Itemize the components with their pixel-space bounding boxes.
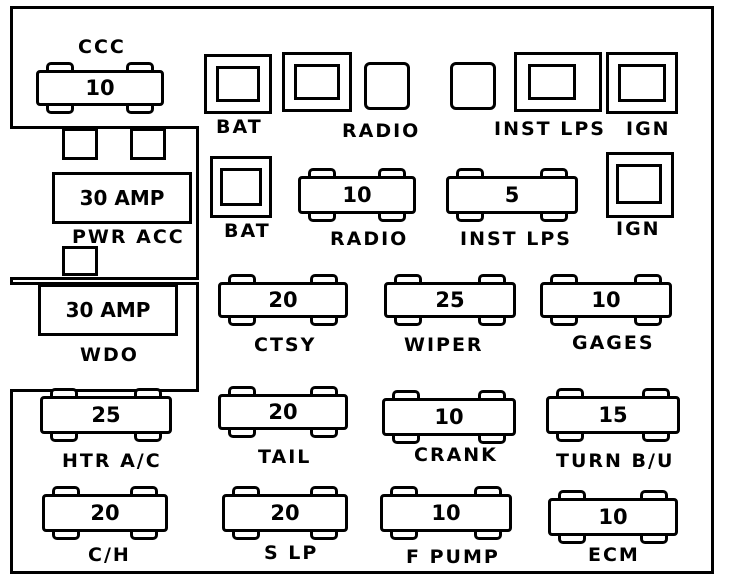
fuse-body [384, 282, 516, 318]
wdo-breaker: 30 AMP [38, 284, 178, 336]
bat-relay [204, 46, 272, 114]
ccc-socket [62, 128, 98, 160]
pwr-acc-label: PWR ACC [72, 226, 185, 248]
pwr-acc-socket [62, 246, 98, 276]
ccc-socket [130, 128, 166, 160]
bat-label-top: BAT [216, 116, 263, 138]
fuse-body [40, 396, 172, 434]
ccc-fuse: 10 [36, 62, 164, 114]
fuse-body [540, 282, 672, 318]
fuse-body [380, 494, 512, 532]
ccc-fuse-value: 10 [85, 76, 115, 100]
fuse-label: F PUMP [406, 546, 500, 568]
inst-lps-relay [514, 44, 602, 112]
fuse-value: 20 [268, 288, 298, 312]
fuse-value: 25 [91, 403, 121, 427]
fuse-crank: 10 [382, 390, 516, 444]
fuse-label: TURN B/U [556, 450, 675, 472]
fuse-ctsy: 20 [218, 274, 348, 326]
relay-core [294, 64, 340, 100]
fuse-label: ECM [588, 544, 640, 566]
fuse-body [382, 398, 516, 436]
inst-lps-fuse-value: 5 [504, 183, 520, 207]
fuse-value: 10 [591, 288, 621, 312]
bat-relay-2 [210, 146, 272, 218]
fuse-htr-a-c: 25 [40, 388, 172, 442]
fuse-value: 20 [270, 501, 300, 525]
fuse-value: 20 [90, 501, 120, 525]
fuse-label: C/H [88, 544, 131, 566]
fuse-value: 20 [268, 400, 298, 424]
fuse-ecm: 10 [548, 490, 678, 544]
ign-relay-top [606, 44, 678, 114]
fuse-tail: 20 [218, 386, 348, 438]
pwr-acc-breaker: 30 AMP [52, 172, 192, 224]
fuse-value: 10 [434, 405, 464, 429]
ign-label-2: IGN [616, 218, 661, 240]
fuse-value: 25 [435, 288, 465, 312]
fuse-label: CRANK [414, 444, 498, 466]
radio-relay [282, 44, 352, 112]
wdo-label: WDO [80, 344, 139, 366]
fuse-body [446, 176, 578, 214]
fuse-body [546, 396, 680, 434]
inst-lps-label-top: INST LPS [494, 118, 606, 140]
fuse-label: CTSY [254, 334, 317, 356]
fuse-value: 10 [598, 505, 628, 529]
fuse-body [36, 70, 164, 106]
relay-core [528, 64, 576, 100]
fuse-f-pump: 10 [380, 486, 512, 540]
fuse-body [218, 282, 348, 318]
ign-relay-2 [606, 142, 674, 218]
inst-lps-label-2: INST LPS [460, 228, 572, 250]
inst-lps-flasher [450, 62, 496, 110]
fuse-label: WIPER [404, 334, 484, 356]
radio-label-2: RADIO [330, 228, 409, 250]
inst-lps-fuse: 5 [446, 168, 578, 222]
fuse-label: HTR A/C [62, 450, 162, 472]
fuse-body [298, 176, 416, 214]
fuse-body [218, 394, 348, 430]
ccc-label: CCC [78, 36, 126, 58]
fuse-label: TAIL [258, 446, 312, 468]
fuse-gages: 10 [540, 274, 672, 326]
fuse-value: 15 [598, 403, 628, 427]
radio-label-top: RADIO [342, 120, 421, 142]
relay-core [220, 168, 262, 206]
fuse-body [222, 494, 348, 532]
fuse-turn-b-u: 15 [546, 388, 680, 442]
fuse-label: S LP [264, 542, 319, 564]
radio-flasher [364, 62, 410, 110]
radio-fuse-value: 10 [342, 183, 372, 207]
fuse-c-h: 20 [42, 486, 168, 540]
radio-fuse: 10 [298, 168, 416, 222]
ign-label-top: IGN [626, 118, 671, 140]
fuse-value: 10 [431, 501, 461, 525]
relay-core [618, 64, 666, 102]
fuse-s-lp: 20 [222, 486, 348, 540]
relay-core [216, 66, 260, 102]
fuse-label: GAGES [572, 332, 655, 354]
fuse-wiper: 25 [384, 274, 516, 326]
relay-core [616, 164, 662, 204]
bat-label-2: BAT [224, 220, 271, 242]
fuse-body [42, 494, 168, 532]
fuse-body [548, 498, 678, 536]
